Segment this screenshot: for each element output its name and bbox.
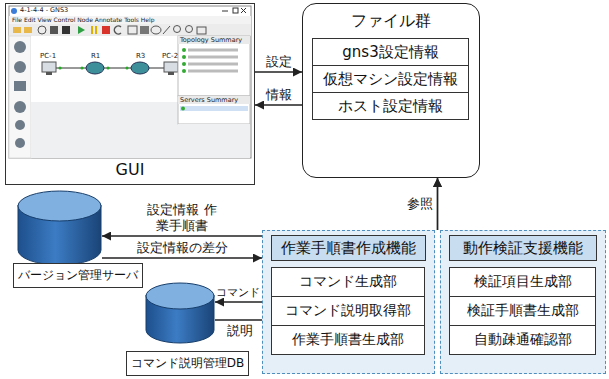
screenshot-text: PC-1 [40, 53, 56, 60]
arrow-connector [437, 178, 438, 230]
edge-label: コマンド [216, 286, 260, 300]
arrow-connector [255, 104, 302, 105]
arrow-connector [102, 257, 262, 258]
process-box: 作業手順書生成部 [271, 325, 425, 355]
node-label: コマンド生成部 [299, 273, 397, 291]
node-label: 動作検証支援機能 [449, 235, 597, 261]
screenshot-text: R1 [91, 53, 100, 60]
screenshot-text: Servers Summary [180, 97, 238, 104]
node-label: コマンド説明管理DB [126, 351, 249, 376]
cylinder-shape [17, 190, 102, 266]
function-group: 動作検証支援機能検証項目生成部検証手順書生成部自動疎通確認部 [440, 230, 606, 374]
screenshot-text: File Edit View Control Node Annotate Too… [12, 17, 155, 23]
node-label: 作業手順書作成機能 [271, 235, 426, 261]
edge-label: 参照 [407, 196, 433, 212]
side-toolbar [9, 36, 31, 158]
node-label: 検証手順書生成部 [467, 302, 579, 320]
edge-label: 設定情報の差分 [137, 240, 228, 256]
database-cylinder: コマンド説明管理DB [120, 282, 255, 376]
node-label: 仮想マシン設定情報 [323, 70, 458, 89]
screenshot-text: Topology Summary [180, 37, 242, 44]
summary-panels [178, 36, 250, 158]
node-label: GUI [116, 160, 145, 184]
node-label: ファイル群 [303, 11, 479, 32]
edge-label: 設定情報 作業手順書 [142, 202, 222, 235]
arrow-connector [255, 71, 302, 72]
arrow-connector [102, 235, 262, 236]
file-item: gns3設定情報 [312, 38, 469, 66]
node-label: ホスト設定情報 [338, 97, 443, 116]
cylinder-shape [145, 282, 215, 344]
edge-label: 説明 [227, 323, 253, 339]
node-label: コマンド説明取得部 [285, 302, 411, 320]
screenshot-text: R3 [136, 53, 145, 60]
file-item: ホスト設定情報 [312, 92, 469, 120]
process-box: 自動疎通確認部 [449, 325, 596, 355]
edge-label: 設定 [266, 54, 292, 70]
screenshot-text: PC-2 [162, 53, 178, 60]
edge-label: 情報 [266, 87, 292, 103]
node-label: 検証項目生成部 [474, 273, 572, 291]
gns3-window [9, 6, 251, 158]
file-group: ファイル群 gns3設定情報仮想マシン設定情報ホスト設定情報 [302, 3, 480, 178]
process-box: 検証手順書生成部 [449, 296, 596, 326]
gui-frame: GUI [5, 3, 255, 185]
screenshot-text: 4-1-4-4 - GNS3 [20, 7, 68, 14]
database-cylinder: バージョン管理サーバ [5, 190, 150, 288]
arrow-connector [437, 178, 438, 230]
toolbar-icons [13, 26, 206, 35]
node-label: バージョン管理サーバ [13, 263, 143, 288]
node-label: 自動疎通確認部 [474, 331, 572, 349]
function-group: 作業手順書作成機能コマンド生成部コマンド説明取得部作業手順書生成部 [262, 230, 435, 374]
process-box: コマンド生成部 [271, 267, 425, 297]
node-label: 作業手順書生成部 [292, 331, 404, 349]
node-label: gns3設定情報 [342, 43, 438, 62]
file-item: 仮想マシン設定情報 [312, 65, 469, 93]
process-box: コマンド説明取得部 [271, 296, 425, 326]
topology-canvas [31, 36, 178, 158]
process-box: 検証項目生成部 [449, 267, 596, 297]
